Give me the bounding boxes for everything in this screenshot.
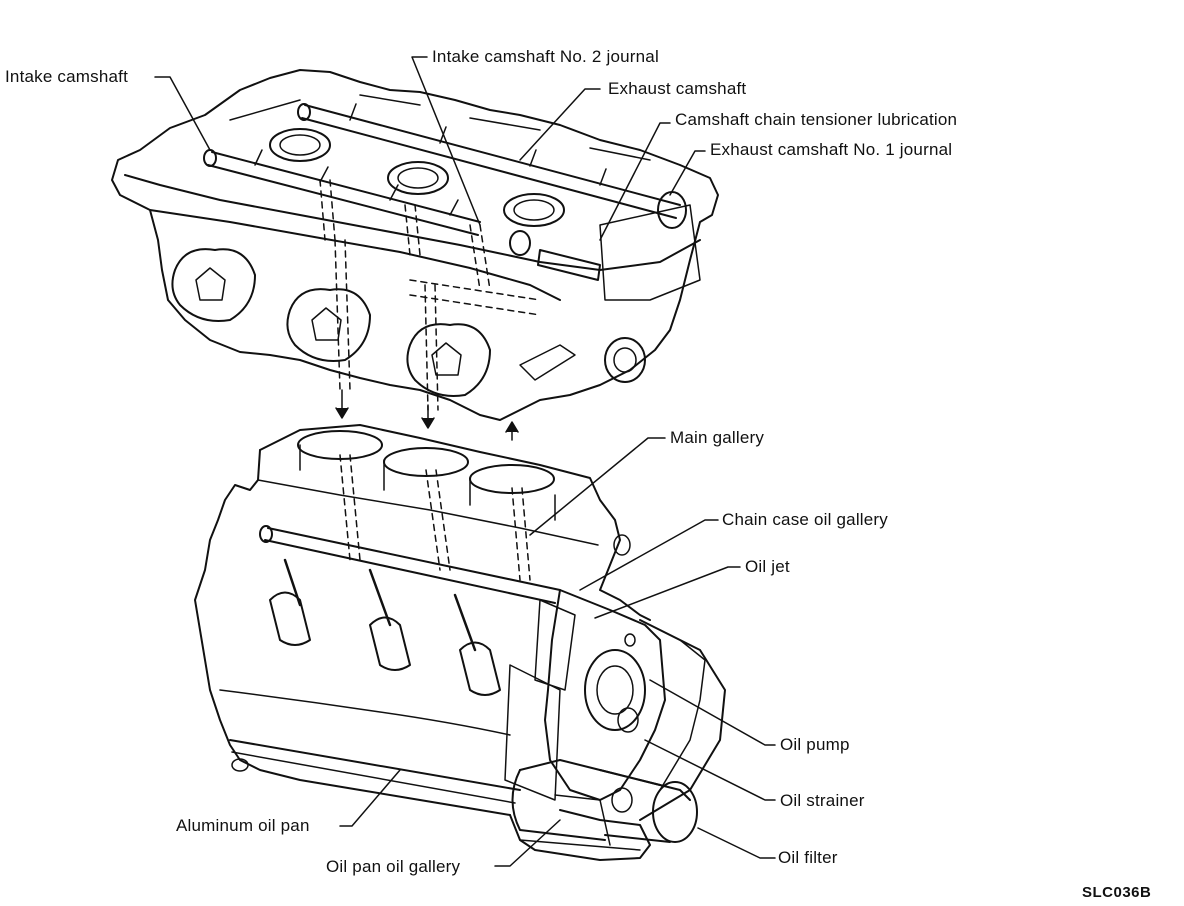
label-oil-strainer: Oil strainer: [780, 791, 865, 810]
label-exhaust-camshaft-no1-journal: Exhaust camshaft No. 1 journal: [710, 140, 953, 159]
label-exhaust-camshaft: Exhaust camshaft: [608, 79, 747, 98]
label-camshaft-chain-tensioner-lubrication: Camshaft chain tensioner lubrication: [675, 110, 958, 129]
label-oil-pump: Oil pump: [780, 735, 850, 754]
label-oil-jet: Oil jet: [745, 557, 790, 576]
cylinder-block: [194, 424, 651, 816]
oil-filter-shape: [511, 759, 698, 843]
oil-pan-shape: [509, 794, 651, 861]
label-chain-case-oil-gallery: Chain case oil gallery: [722, 510, 888, 529]
block-oil-passages: [339, 454, 531, 581]
oil-pump-assembly: [504, 589, 726, 821]
label-oil-filter: Oil filter: [778, 848, 838, 867]
label-main-gallery: Main gallery: [670, 428, 765, 447]
head-oil-passages: [319, 179, 541, 411]
label-oil-pan-oil-gallery: Oil pan oil gallery: [326, 857, 461, 876]
label-aluminum-oil-pan: Aluminum oil pan: [176, 816, 310, 835]
intake-camshaft-shape: [203, 149, 481, 236]
flow-arrows: [335, 389, 519, 441]
cylinder-head: [111, 69, 719, 421]
figure-code: SLC036B: [1082, 884, 1152, 901]
exhaust-camshaft-shape: [297, 103, 687, 281]
label-intake-camshaft: Intake camshaft: [5, 67, 129, 86]
leader-lines: [154, 56, 776, 867]
label-intake-camshaft-no2-journal: Intake camshaft No. 2 journal: [432, 47, 659, 66]
